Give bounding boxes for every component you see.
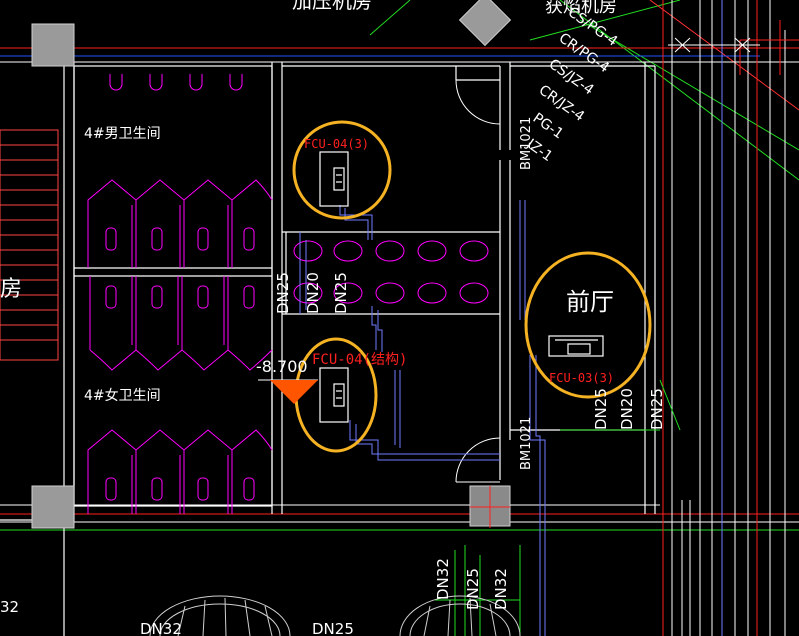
rotated-column [458, 0, 512, 47]
dn-label-9: DN32 [492, 568, 510, 610]
diameter-labels: DN25 DN20 DN25 DN25 DN20 DN25 DN32 DN25 … [0, 272, 666, 636]
diagonal-pipe-lines [369, 0, 799, 181]
dn-label-11: DN25 [312, 620, 354, 636]
womens-stalls-bottom [87, 429, 273, 514]
dn-label-7: DN32 [434, 558, 452, 600]
dn-label-8: DN25 [464, 568, 482, 610]
dimension-arrows [668, 37, 760, 53]
fcu-lobby-label: FCU-03(3) [549, 371, 614, 385]
dn-label-6: DN25 [648, 388, 666, 430]
sinks [293, 240, 489, 304]
dn-label-2: DN20 [304, 272, 322, 314]
room-label-lobby: 前厅 [566, 288, 614, 316]
fcu-lower-unit[interactable] [319, 367, 349, 423]
mens-stalls [87, 179, 273, 268]
elevation-label: -8.700 [256, 357, 308, 376]
dn-label-12: 32 [0, 598, 19, 616]
column-axis-marks [470, 486, 510, 528]
dn-label-1: DN25 [274, 272, 292, 314]
stair-hatch [0, 129, 59, 361]
elevation-marker [258, 379, 318, 404]
womens-stalls-middle [89, 276, 273, 371]
dn-label-3: DN25 [332, 272, 350, 314]
door-swings [455, 79, 501, 483]
dn-label-4: DN25 [592, 388, 610, 430]
room-label-pump: 加压机房 [292, 0, 372, 13]
room-label-mens: 4#男卫生间 [84, 126, 161, 142]
highlight-lobby [524, 251, 652, 399]
fcu-lobby-unit[interactable] [548, 335, 604, 357]
pipe-label-group: CS/PG-4 CR/PG-4 CS/JZ-4 CR/JZ-4 PG-1 JZ-… [523, 4, 620, 165]
green-pipes [435, 379, 681, 636]
door-label-lower: BM1021 [519, 417, 534, 470]
door-label-upper: BM1021 [519, 117, 534, 170]
room-label-womens: 4#女卫生间 [84, 387, 161, 404]
room-label-left: 房 [0, 277, 22, 302]
dn-label-10: DN32 [140, 620, 182, 636]
bottom-fixtures [149, 595, 521, 636]
fcu-upper-unit[interactable] [319, 151, 349, 207]
room-label-fire: 获焰机房 [545, 0, 617, 17]
fcu-lower-label: FCU-04(结构) [312, 352, 407, 368]
highlight-fcu-upper [292, 120, 392, 220]
dn-label-5: DN20 [618, 388, 636, 430]
mens-urinals [109, 74, 243, 91]
fcu-upper-label: FCU-04(3) [304, 137, 369, 151]
